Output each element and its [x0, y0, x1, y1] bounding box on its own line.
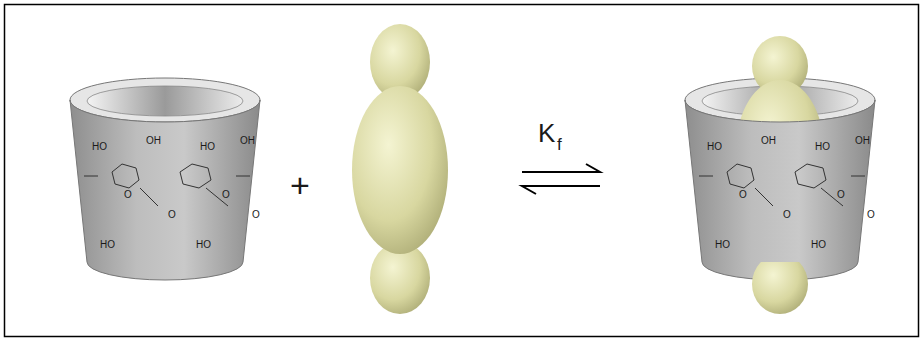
structure-label: O: [837, 190, 845, 200]
structure-label: O: [222, 190, 230, 200]
structure-label: HO: [811, 240, 826, 250]
structure-label: HO: [707, 142, 722, 152]
constant-subscript: f: [557, 136, 562, 153]
equilibrium-arrows: [522, 164, 600, 194]
plus-sign: +: [290, 168, 310, 202]
structure-label: O: [739, 190, 747, 200]
structure-label: HO: [92, 142, 107, 152]
structure-label: O: [867, 210, 875, 220]
structure-label: HO: [100, 240, 115, 250]
guest-molecule: [352, 24, 448, 314]
inclusion-complex: [685, 36, 875, 314]
structure-label: O: [124, 190, 132, 200]
structure-label: OH: [240, 136, 255, 146]
structure-label: OH: [855, 136, 870, 146]
frame: [5, 5, 919, 337]
structure-label: HO: [815, 142, 830, 152]
structure-label: OH: [761, 136, 776, 146]
structure-label: O: [168, 210, 176, 220]
structure-label: HO: [196, 240, 211, 250]
structure-label: O: [783, 210, 791, 220]
constant-symbol: K: [538, 120, 555, 146]
structure-label: O: [252, 210, 260, 220]
structure-label: OH: [146, 136, 161, 146]
cyclodextrin-cone: [70, 78, 260, 280]
structure-label: HO: [200, 142, 215, 152]
structure-label: HO: [715, 240, 730, 250]
